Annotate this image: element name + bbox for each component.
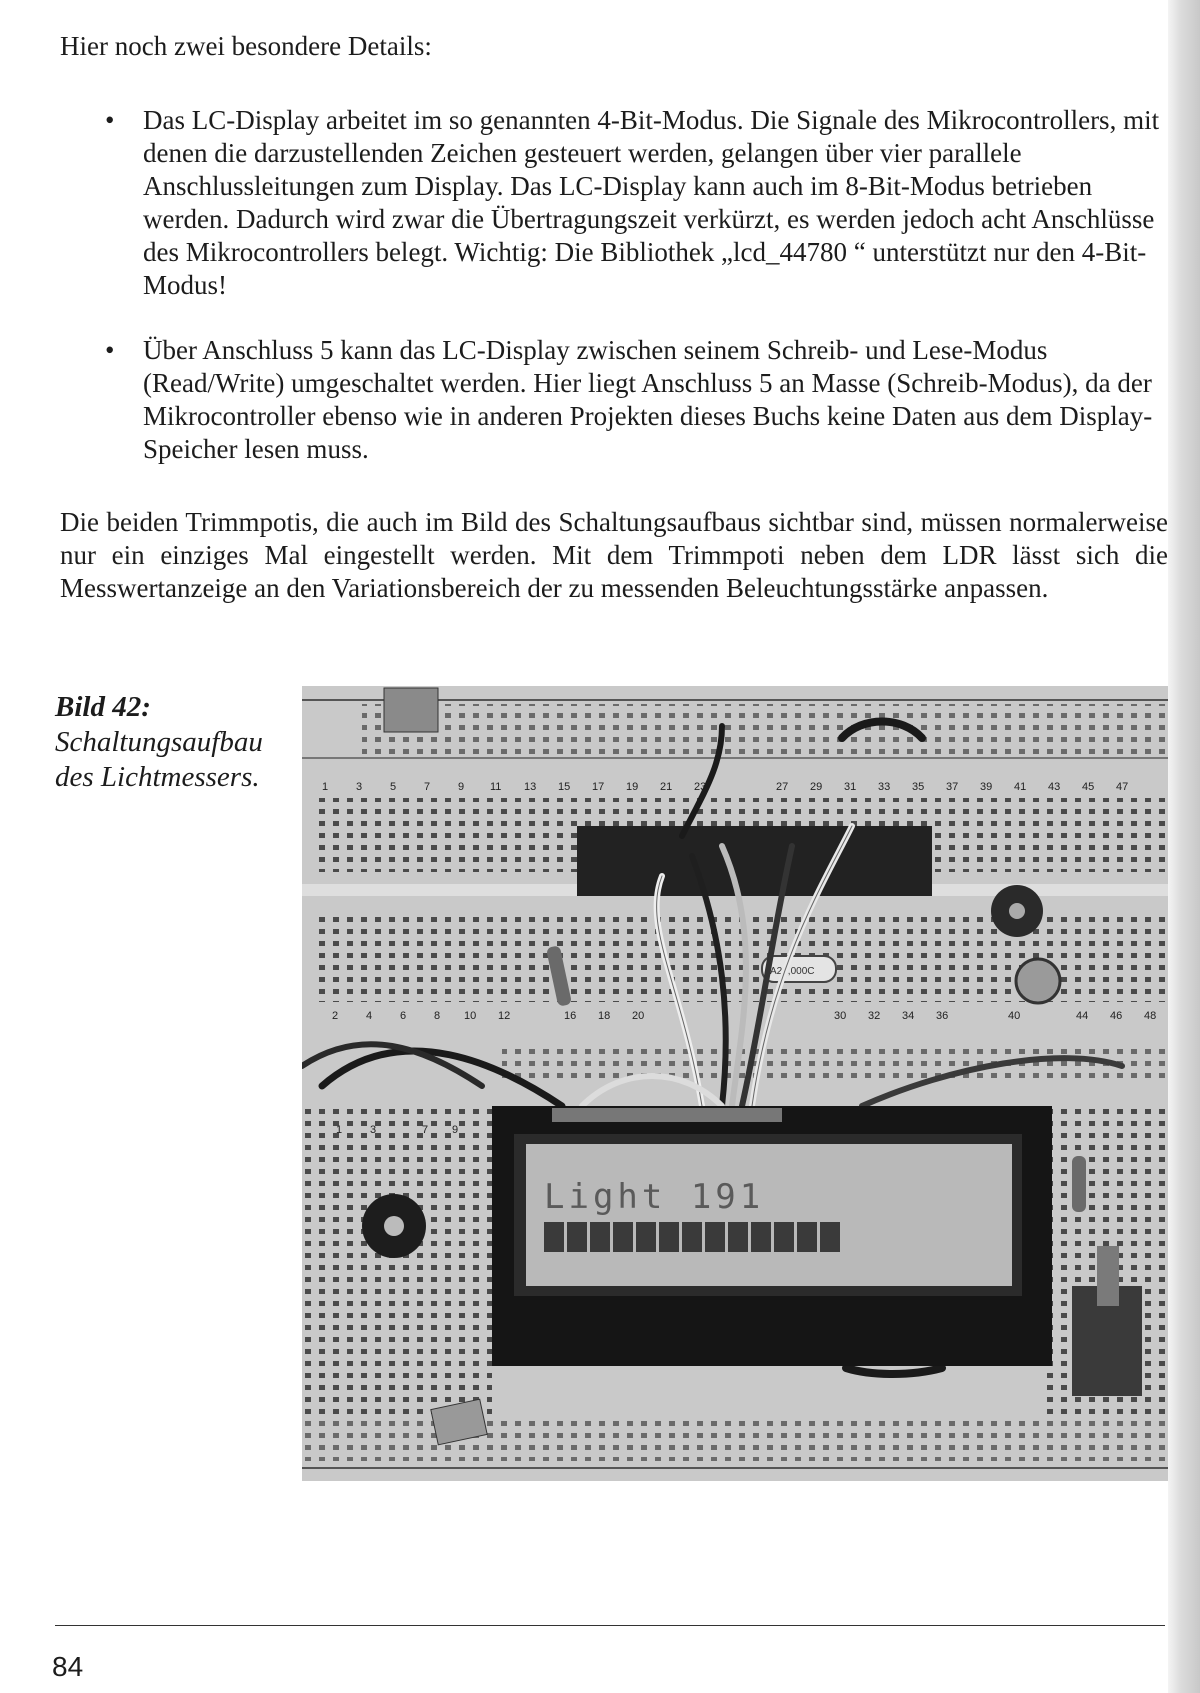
svg-text:12: 12 xyxy=(498,1010,510,1022)
lcd-pin-header xyxy=(552,1108,782,1122)
svg-text:45: 45 xyxy=(1082,781,1094,793)
figure-caption-line-1: Schaltungsaufbau xyxy=(55,726,263,758)
crystal-label: A20,000C xyxy=(770,966,814,977)
svg-text:32: 32 xyxy=(868,1010,880,1022)
figure-caption: Bild 42: Schaltungsaufbau des Lichtmesse… xyxy=(55,690,263,795)
power-rail-top xyxy=(362,704,1168,754)
svg-text:36: 36 xyxy=(936,1010,948,1022)
svg-text:35: 35 xyxy=(912,781,924,793)
svg-text:16: 16 xyxy=(564,1010,576,1022)
svg-text:47: 47 xyxy=(1116,781,1128,793)
svg-text:43: 43 xyxy=(1048,781,1060,793)
svg-text:6: 6 xyxy=(400,1010,406,1022)
svg-text:44: 44 xyxy=(1076,1010,1088,1022)
svg-text:37: 37 xyxy=(946,781,958,793)
row-numbers-mid: 2 4 6 8 10 12 16 18 20 30 32 34 36 40 44… xyxy=(332,1010,1156,1022)
row-numbers-left: 1 3 7 9 xyxy=(336,1124,458,1136)
svg-text:10: 10 xyxy=(464,1010,476,1022)
bullet-item-2: • Über Anschluss 5 kann das LC-Display z… xyxy=(105,334,1183,466)
figure-caption-line-2: des Lichtmessers. xyxy=(55,761,260,793)
bullet-item-1: • Das LC-Display arbeitet im so genannte… xyxy=(105,104,1183,302)
svg-text:21: 21 xyxy=(660,781,672,793)
svg-text:13: 13 xyxy=(524,781,536,793)
lcd-text: Light 191 xyxy=(544,1177,764,1217)
microcontroller-chip xyxy=(577,826,932,896)
capacitor-bottom-icon xyxy=(430,1398,488,1446)
bullet-list: • Das LC-Display arbeitet im so genannte… xyxy=(105,104,1165,498)
bullet-text-2: Über Anschluss 5 kann das LC-Display zwi… xyxy=(143,335,1153,464)
resistor-icon xyxy=(547,946,571,1006)
breadboard-photo-svg: 1 3 5 7 9 11 13 15 17 19 21 23 27 29 31 … xyxy=(299,686,1168,1481)
svg-text:41: 41 xyxy=(1014,781,1026,793)
svg-text:46: 46 xyxy=(1110,1010,1122,1022)
svg-text:11: 11 xyxy=(490,781,501,793)
breadboard-photo: 1 3 5 7 9 11 13 15 17 19 21 23 27 29 31 … xyxy=(299,686,1168,1481)
lcd-screen xyxy=(526,1144,1012,1286)
footer-rule xyxy=(55,1625,1165,1626)
figure-label: Bild 42: xyxy=(55,691,151,723)
capacitor-top-icon xyxy=(383,687,439,733)
svg-text:15: 15 xyxy=(558,781,570,793)
power-rail-bottom xyxy=(302,1421,1168,1461)
svg-text:17: 17 xyxy=(592,781,604,793)
svg-text:3: 3 xyxy=(370,1124,376,1136)
svg-text:3: 3 xyxy=(356,781,362,793)
svg-text:40: 40 xyxy=(1008,1010,1020,1022)
bullet-icon: • xyxy=(105,105,115,135)
svg-text:30: 30 xyxy=(834,1010,846,1022)
wires xyxy=(299,717,1125,1378)
bullet-icon: • xyxy=(105,335,115,365)
svg-text:27: 27 xyxy=(776,781,788,793)
body-paragraph: Die beiden Trimmpotis, die auch im Bild … xyxy=(60,507,1168,603)
svg-text:48: 48 xyxy=(1144,1010,1156,1022)
svg-text:29: 29 xyxy=(810,781,822,793)
svg-text:1: 1 xyxy=(322,781,328,793)
svg-text:7: 7 xyxy=(422,1124,428,1136)
svg-text:2: 2 xyxy=(332,1010,338,1022)
svg-text:7: 7 xyxy=(424,781,430,793)
svg-text:1: 1 xyxy=(336,1124,342,1136)
svg-text:33: 33 xyxy=(878,781,890,793)
row-numbers-top: 1 3 5 7 9 11 13 15 17 19 21 23 27 29 31 … xyxy=(322,781,1128,793)
svg-text:9: 9 xyxy=(452,1124,458,1136)
svg-text:18: 18 xyxy=(598,1010,610,1022)
hole-block-lower-left xyxy=(302,1106,492,1426)
page-edge-shadow xyxy=(1168,0,1200,1693)
svg-text:4: 4 xyxy=(366,1010,372,1022)
svg-text:5: 5 xyxy=(390,781,396,793)
svg-text:8: 8 xyxy=(434,1010,440,1022)
svg-text:39: 39 xyxy=(980,781,992,793)
lcd-bargraph xyxy=(544,1222,840,1252)
bullet-text-1: Das LC-Display arbeitet im so genannten … xyxy=(143,105,1160,300)
intro-line: Hier noch zwei besondere Details: xyxy=(60,31,432,61)
svg-text:20: 20 xyxy=(632,1010,644,1022)
power-rail-mid xyxy=(502,1042,1168,1082)
ldr-icon xyxy=(1014,957,1062,1005)
resistor-right-icon xyxy=(1072,1156,1086,1212)
svg-text:31: 31 xyxy=(844,781,856,793)
svg-text:19: 19 xyxy=(626,781,638,793)
svg-text:34: 34 xyxy=(902,1010,914,1022)
svg-text:9: 9 xyxy=(458,781,464,793)
page-number: 84 xyxy=(52,1651,84,1682)
